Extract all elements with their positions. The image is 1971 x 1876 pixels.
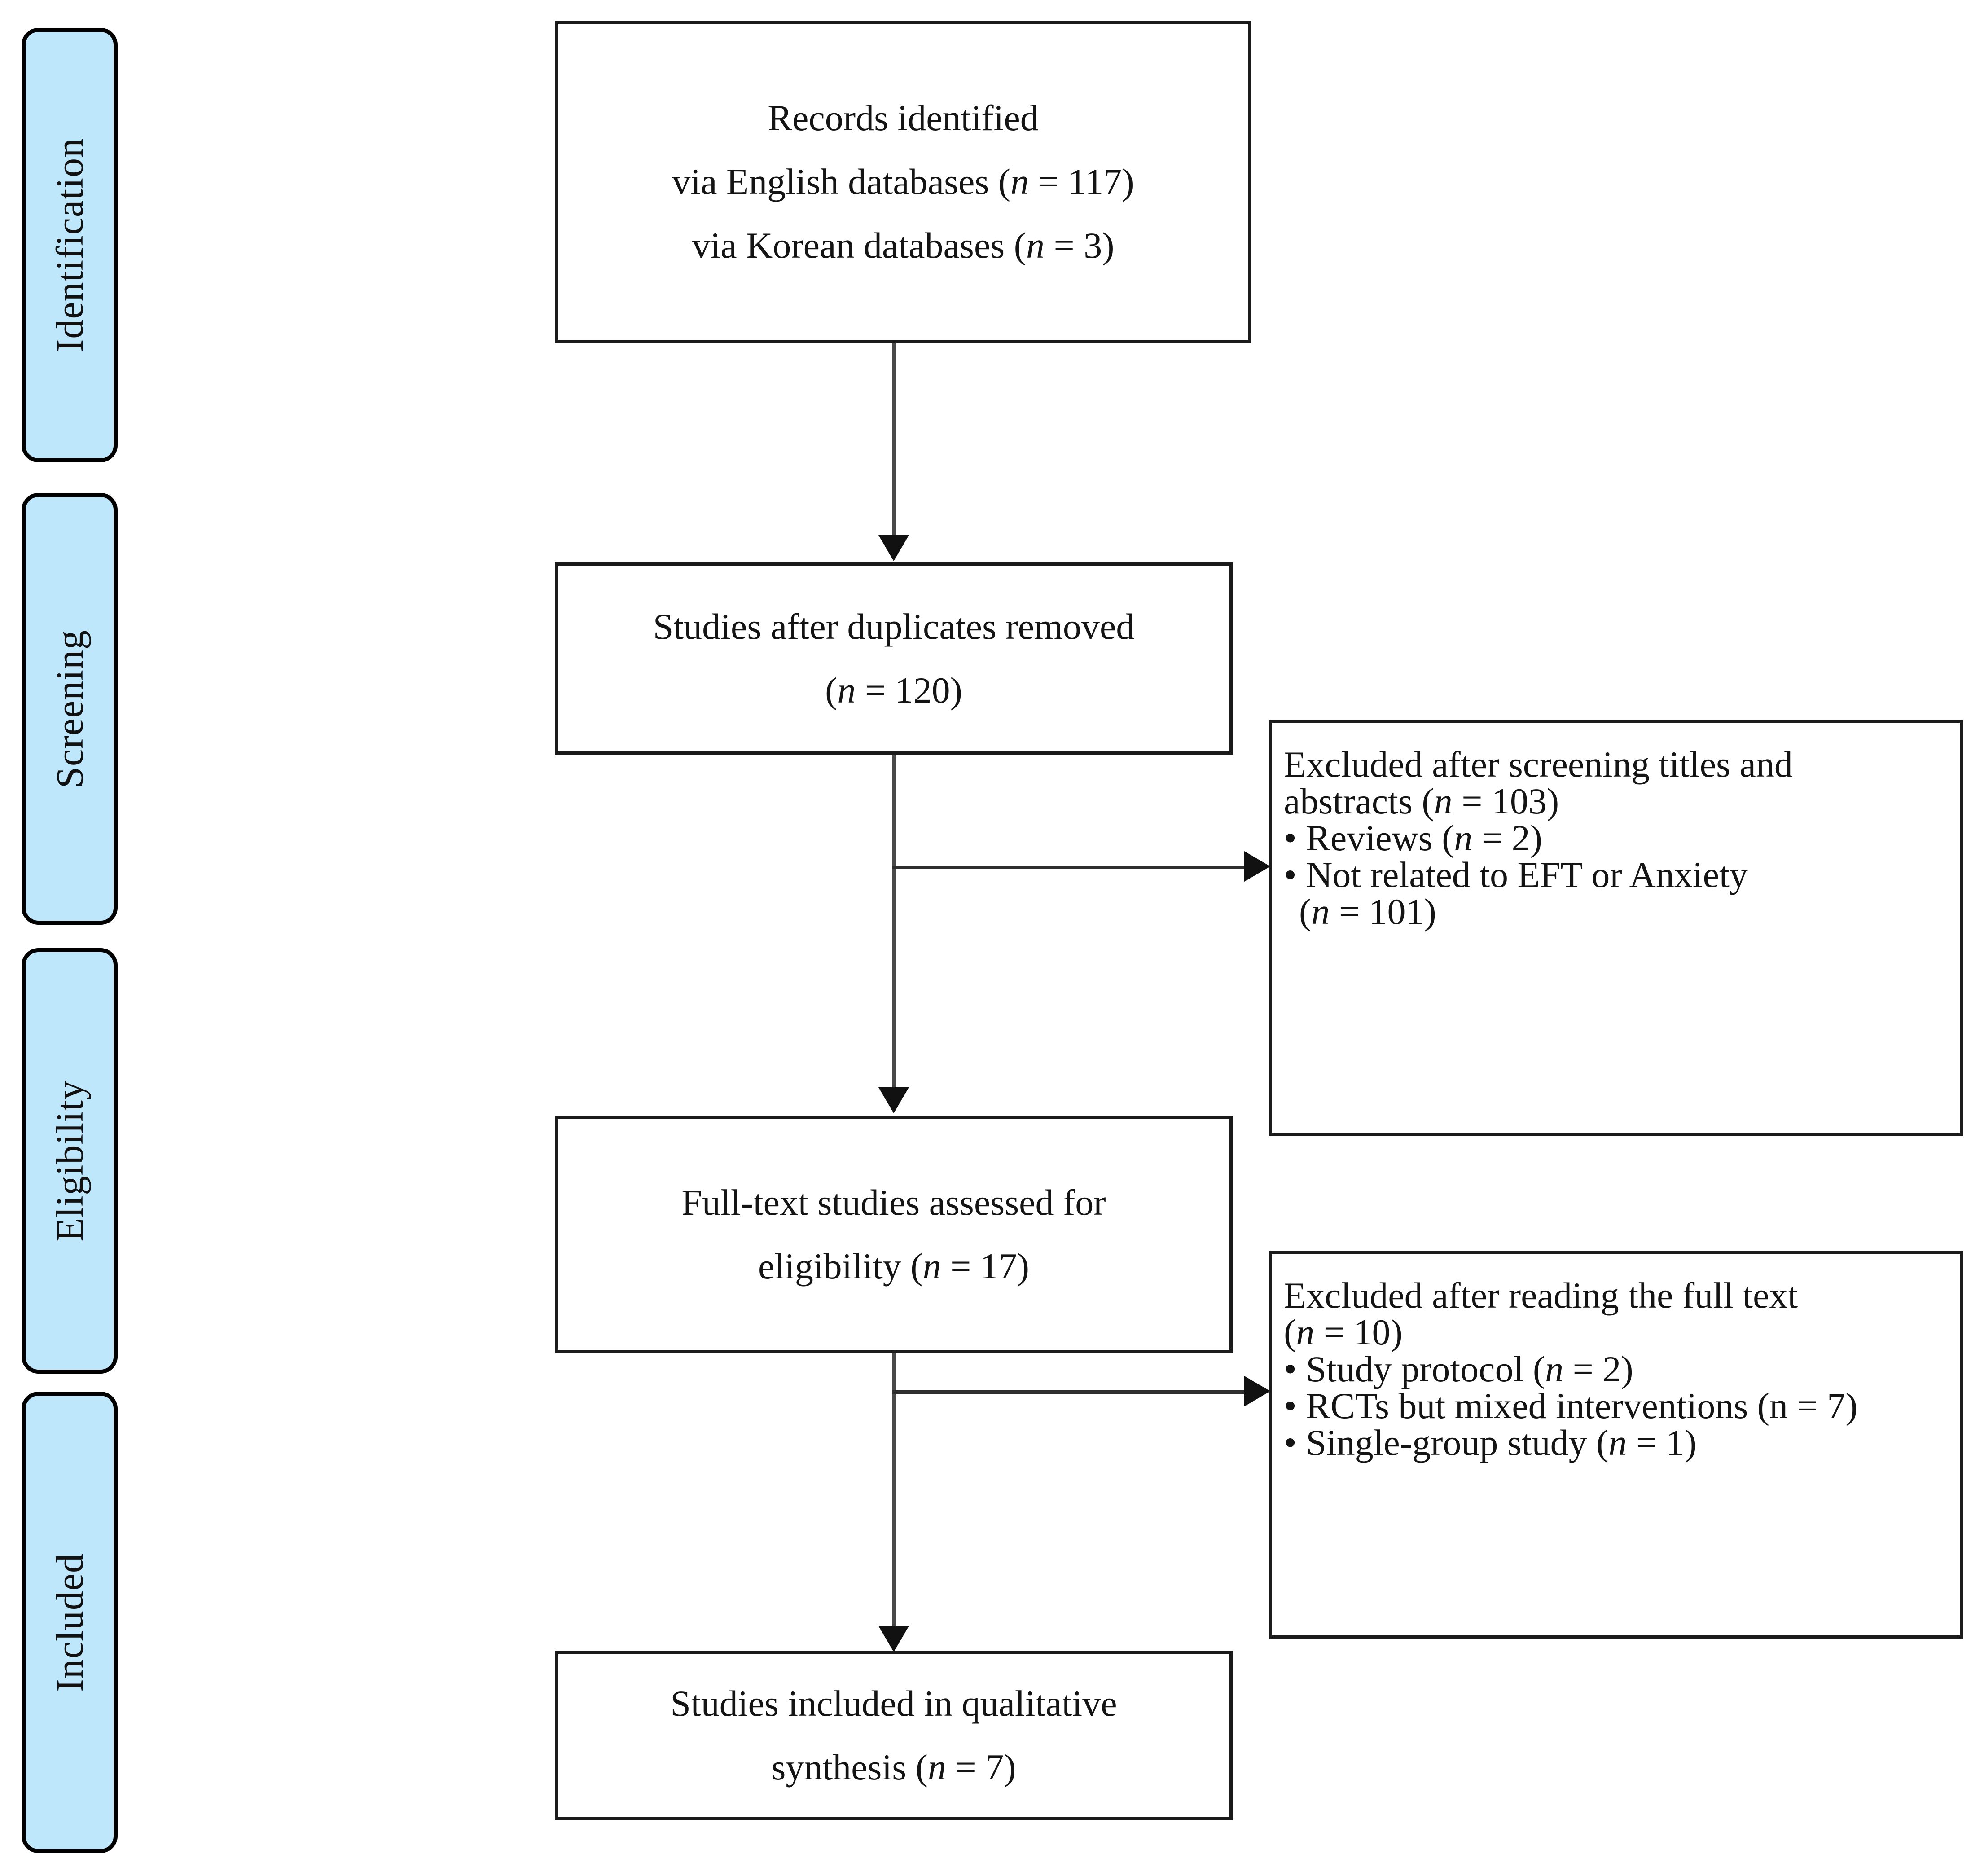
text: ( xyxy=(1284,1312,1296,1353)
fulltext-assessed-line-2: eligibility (n = 17) xyxy=(758,1248,1029,1285)
excluded-fulltext-line-2: (n = 10) xyxy=(1272,1314,1414,1351)
connector-duplicates-to-fulltext xyxy=(892,755,896,1088)
stage-eligibility: Eligibility xyxy=(22,948,118,1374)
text: abstracts ( xyxy=(1284,781,1434,822)
excluded-fulltext-bullet-3: • Single-group study (n = 1) xyxy=(1272,1424,1708,1461)
excluded-fulltext-line-1: Excluded after reading the full text xyxy=(1284,1275,1798,1316)
n-symbol: n xyxy=(1026,225,1045,266)
excluded-fulltext-bullet-1: • Study protocol (n = 2) xyxy=(1272,1351,1645,1388)
arrow-head-fulltext-to-included xyxy=(878,1626,909,1652)
text: = 10) xyxy=(1314,1312,1403,1353)
text: = 17) xyxy=(941,1246,1030,1287)
stage-screening-label: Screening xyxy=(48,629,91,788)
records-identified-line-2: via English databases (n = 117) xyxy=(672,163,1134,200)
node-records-identified: Records identified via English databases… xyxy=(555,21,1251,343)
stage-included: Included xyxy=(22,1392,118,1853)
n-symbol: n xyxy=(1434,781,1453,822)
node-duplicates-removed: Studies after duplicates removed (n = 12… xyxy=(555,562,1233,755)
n-symbol: n xyxy=(837,670,856,711)
n-symbol: n xyxy=(927,1747,946,1788)
records-identified-line-1: Records identified xyxy=(768,97,1039,138)
text: • Study protocol ( xyxy=(1284,1349,1545,1389)
node-fulltext-assessed: Full-text studies assessed for eligibili… xyxy=(555,1116,1233,1353)
text: synthesis ( xyxy=(771,1747,928,1788)
fulltext-assessed-line-1: Full-text studies assessed for xyxy=(681,1182,1106,1223)
records-identified-line-3: via Korean databases (n = 3) xyxy=(692,227,1114,264)
stage-identification-label: Identification xyxy=(48,138,91,352)
n-symbol: n xyxy=(922,1246,941,1287)
included-synthesis-line-1: Studies included in qualitative xyxy=(670,1683,1117,1724)
text: = 103) xyxy=(1452,781,1559,822)
included-synthesis-line-2: synthesis (n = 7) xyxy=(771,1749,1016,1786)
n-symbol: n xyxy=(1545,1349,1564,1389)
text: = 3) xyxy=(1044,225,1115,266)
arrow-head-duplicates-to-fulltext xyxy=(878,1087,909,1113)
text: • Single-group study ( xyxy=(1284,1422,1609,1463)
excluded-fulltext-bullet-2: • RCTs but mixed interventions (n = 7) xyxy=(1284,1385,1858,1426)
n-symbol: n xyxy=(1608,1422,1627,1463)
connector-records-to-duplicates xyxy=(892,343,896,536)
text: eligibility ( xyxy=(758,1246,923,1287)
excluded-screening-bullet-2: • Not related to EFT or Anxiety xyxy=(1284,854,1748,895)
node-excluded-after-fulltext: Excluded after reading the full text (n … xyxy=(1269,1251,1963,1639)
n-symbol: n xyxy=(1311,891,1330,932)
stage-identification: Identification xyxy=(22,28,118,462)
stage-screening: Screening xyxy=(22,493,118,925)
excluded-screening-bullet-1: • Reviews (n = 2) xyxy=(1272,820,1554,857)
connector-fulltext-to-included xyxy=(892,1353,896,1627)
node-excluded-after-screening: Excluded after screening titles and abst… xyxy=(1269,720,1963,1136)
duplicates-removed-line-2: (n = 120) xyxy=(825,672,962,709)
text: ( xyxy=(825,670,838,711)
connector-fulltext-exclusion xyxy=(892,1390,1247,1394)
arrow-head-records-to-duplicates xyxy=(878,535,909,561)
excluded-screening-line-1: Excluded after screening titles and xyxy=(1284,744,1793,785)
text: • Reviews ( xyxy=(1284,817,1454,858)
text: via Korean databases ( xyxy=(692,225,1026,266)
text: = 117) xyxy=(1029,161,1134,202)
arrow-head-fulltext-exclusion xyxy=(1244,1376,1270,1406)
n-symbol: n xyxy=(1296,1312,1315,1353)
text: = 2) xyxy=(1472,817,1542,858)
arrow-head-screening-exclusion xyxy=(1244,851,1270,882)
text: ( xyxy=(1299,891,1312,932)
stage-included-label: Included xyxy=(48,1553,91,1692)
n-symbol: n xyxy=(1010,161,1029,202)
excluded-screening-bullet-2-continuation: (n = 101) xyxy=(1272,893,1448,930)
stage-eligibility-label: Eligibility xyxy=(48,1080,91,1242)
text: = 1) xyxy=(1627,1422,1697,1463)
excluded-screening-line-2: abstracts (n = 103) xyxy=(1272,783,1571,820)
text: = 2) xyxy=(1563,1349,1633,1389)
text: = 101) xyxy=(1330,891,1436,932)
duplicates-removed-line-1: Studies after duplicates removed xyxy=(653,606,1135,647)
text: via English databases ( xyxy=(672,161,1011,202)
text: = 7) xyxy=(946,1747,1016,1788)
n-symbol: n xyxy=(1454,817,1473,858)
text: = 120) xyxy=(856,670,962,711)
node-included-qualitative-synthesis: Studies included in qualitative synthesi… xyxy=(555,1651,1233,1820)
connector-screening-exclusion xyxy=(892,866,1247,869)
